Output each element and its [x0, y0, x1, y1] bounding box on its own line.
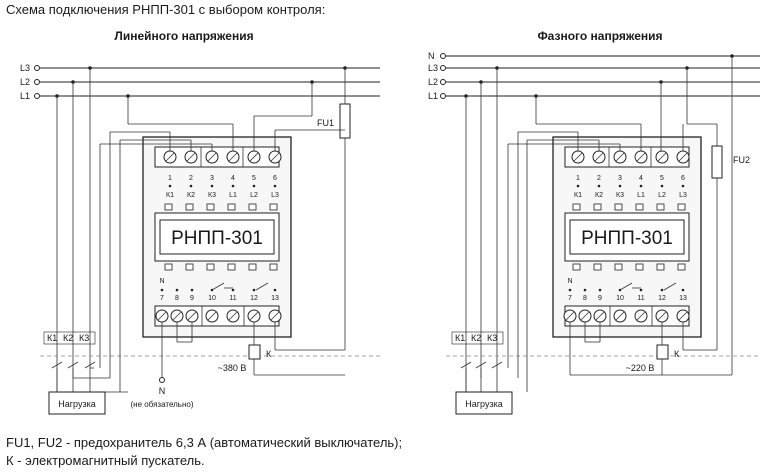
- left-diagram: L3 L2 L1 Нагрузка: [20, 63, 380, 415]
- left-top-label-k1: К1: [166, 192, 174, 199]
- right-k3-label: К3: [487, 333, 497, 343]
- left-device-name: РНПП-301: [171, 228, 263, 249]
- right-device-name: РНПП-301: [581, 228, 673, 249]
- left-k2-label: К2: [63, 333, 73, 343]
- right-line-n: N: [428, 51, 435, 61]
- right-bottom-num-12: 12: [658, 295, 666, 302]
- right-top-label-k2: К2: [595, 192, 603, 199]
- right-load-wires: Нагрузка: [455, 68, 513, 415]
- right-n-label: N: [567, 278, 572, 285]
- right-phase-lines: N L3 L2 L1: [428, 51, 760, 101]
- left-bottom-num-7: 7: [160, 295, 164, 302]
- right-top-screws: [571, 147, 690, 167]
- right-voltage-label: ~220 В: [626, 363, 655, 373]
- left-load-label: Нагрузка: [58, 399, 95, 409]
- left-bottom-num-13: 13: [271, 295, 279, 302]
- footer-line-1: FU1, FU2 - предохранитель 6,3 А (автомат…: [6, 435, 402, 450]
- left-fuse: [339, 103, 351, 139]
- right-top-num-5: 5: [660, 175, 664, 182]
- footer-line-2: К - электромагнитный пускатель.: [6, 453, 205, 468]
- left-top-num-5: 5: [252, 175, 256, 182]
- right-bottom-num-10: 10: [616, 295, 624, 302]
- right-device: 1 2 3 4 5 6 К1 К2 К3 L1 L2 L3 РНПП-301 N: [552, 136, 702, 338]
- right-bottom-num-9: 9: [598, 295, 602, 302]
- left-k3-label: К3: [79, 333, 89, 343]
- right-top-num-4: 4: [639, 175, 643, 182]
- right-top-label-l1: L1: [637, 192, 645, 199]
- left-bottom-screws: [155, 306, 282, 326]
- right-line-l2: L2: [428, 77, 438, 87]
- right-top-num-1: 1: [576, 175, 580, 182]
- left-top-label-k2: К2: [187, 192, 195, 199]
- diagram-title: Схема подключения РНПП-301 с выбором кон…: [6, 2, 325, 17]
- right-fuse: [711, 145, 723, 179]
- left-load-wires: Нагрузка: [48, 68, 128, 415]
- left-line-l2: L2: [20, 77, 30, 87]
- right-fuse-label: FU2: [733, 155, 750, 165]
- right-load-box: [455, 391, 513, 415]
- left-top-label-l1: L1: [229, 192, 237, 199]
- right-contactor-label: К: [674, 349, 680, 359]
- left-bottom-num-10: 10: [208, 295, 216, 302]
- left-device-wires: FU1 N (не обязательно) К: [99, 68, 351, 409]
- right-k1-label: К1: [455, 333, 465, 343]
- right-top-label-k3: К3: [616, 192, 624, 199]
- left-neutral-note: (не обязательно): [130, 400, 193, 409]
- left-load-box: [48, 391, 106, 415]
- right-device-wires: FU2 К ~220 В: [507, 56, 750, 392]
- left-top-num-1: 1: [168, 175, 172, 182]
- left-k1-label: К1: [47, 333, 57, 343]
- right-top-label-k1: К1: [574, 192, 582, 199]
- right-top-label-l2: L2: [658, 192, 666, 199]
- left-top-num-4: 4: [231, 175, 235, 182]
- right-line-l1: L1: [428, 91, 438, 101]
- left-fuse-label: FU1: [317, 118, 334, 128]
- right-line-l3: L3: [428, 63, 438, 73]
- right-top-label-l3: L3: [679, 192, 687, 199]
- right-bottom-screws: [563, 306, 690, 326]
- left-top-num-2: 2: [189, 175, 193, 182]
- right-diagram: N L3 L2 L1 Нагрузка К1 К2 К3: [428, 51, 760, 415]
- left-subtitle: Линейного напряжения: [114, 29, 253, 43]
- left-top-label-l2: L2: [250, 192, 258, 199]
- right-subtitle: Фазного напряжения: [537, 29, 662, 43]
- left-bottom-num-12: 12: [250, 295, 258, 302]
- left-neutral-label: N: [159, 386, 166, 396]
- right-bottom-num-13: 13: [679, 295, 687, 302]
- left-bottom-num-11: 11: [229, 295, 236, 302]
- left-device: 1 2 3 4 5 6 К1 К2 К3 L1 L2 L3 РНПП-301: [142, 136, 292, 338]
- left-voltage-label: ~380 В: [218, 363, 247, 373]
- right-top-num-2: 2: [597, 175, 601, 182]
- right-load-label: Нагрузка: [465, 399, 502, 409]
- left-contactor-coil: [248, 344, 261, 360]
- left-top-num-3: 3: [210, 175, 214, 182]
- left-phase-lines: L3 L2 L1: [20, 63, 380, 101]
- left-n-label: N: [159, 278, 164, 285]
- right-k2-label: К2: [471, 333, 481, 343]
- left-line-l1: L1: [20, 91, 30, 101]
- left-line-l3: L3: [20, 63, 30, 73]
- left-top-label-k3: К3: [208, 192, 216, 199]
- left-bottom-num-9: 9: [190, 295, 194, 302]
- left-bottom-num-8: 8: [175, 295, 179, 302]
- right-bottom-num-8: 8: [583, 295, 587, 302]
- left-top-label-l3: L3: [271, 192, 279, 199]
- left-top-num-6: 6: [273, 175, 277, 182]
- right-bottom-num-11: 11: [637, 295, 644, 302]
- right-bottom-num-7: 7: [568, 295, 572, 302]
- right-top-num-3: 3: [618, 175, 622, 182]
- right-contactor-coil: [656, 344, 669, 360]
- left-contactor-label: К: [266, 349, 272, 359]
- right-top-num-6: 6: [681, 175, 685, 182]
